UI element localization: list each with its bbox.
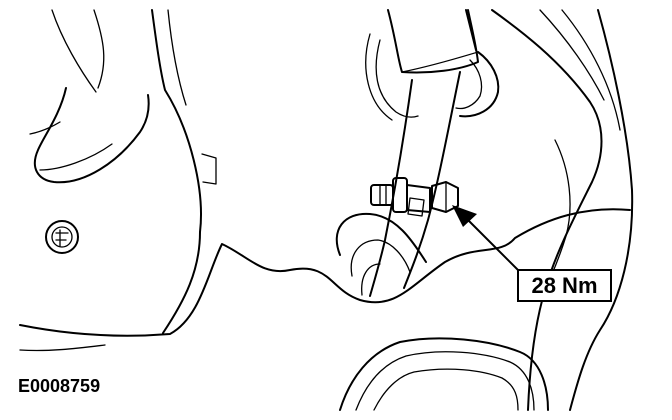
pedal-bracket xyxy=(19,9,631,352)
torque-arrow xyxy=(452,205,521,273)
pedal-pad xyxy=(339,337,549,411)
bracket-bolt xyxy=(45,220,79,254)
torque-callout: 28 Nm xyxy=(517,269,612,302)
pivot-bolt xyxy=(370,177,431,217)
pedal-arm xyxy=(335,9,634,411)
pivot-nut xyxy=(431,181,459,213)
figure-id: E0008759 xyxy=(18,376,101,396)
